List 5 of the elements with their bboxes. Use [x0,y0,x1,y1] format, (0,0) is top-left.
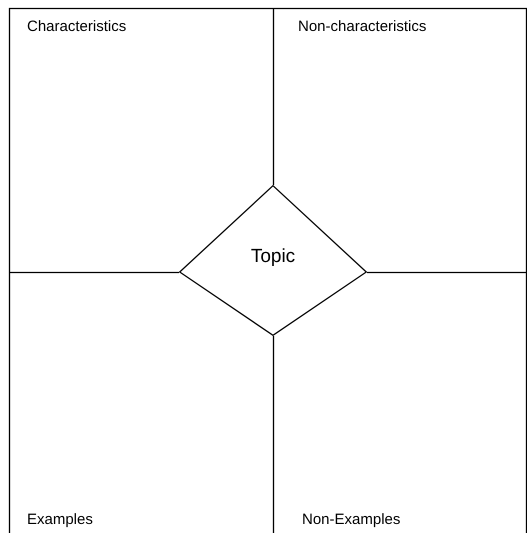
quadrant-heading: Non-Examples [302,511,400,528]
quadrant-heading: Non-characteristics [298,18,426,35]
topic-label: Topic [250,246,296,268]
quadrant-heading: Examples [27,511,93,528]
quadrant-heading: Characteristics [27,18,126,35]
